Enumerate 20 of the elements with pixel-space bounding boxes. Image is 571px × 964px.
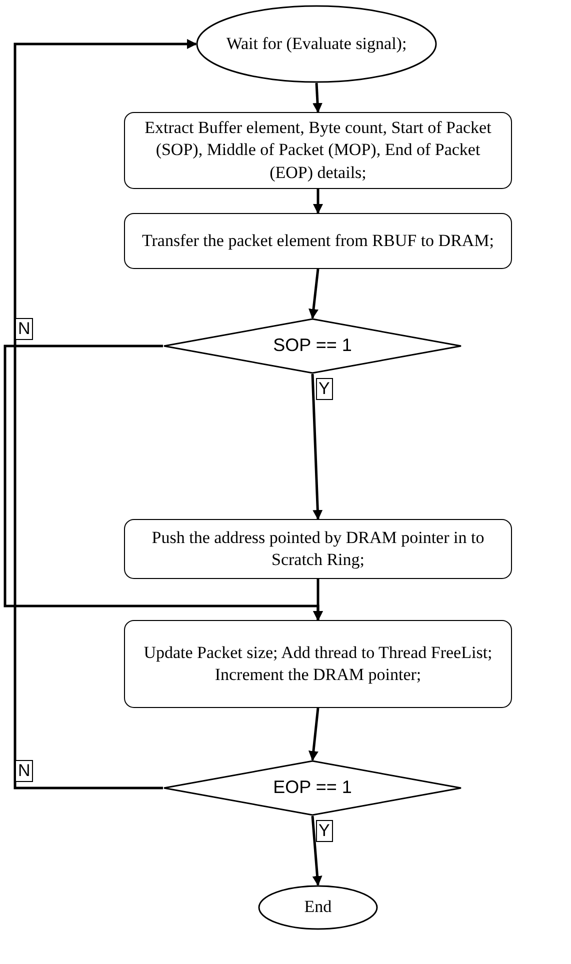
- arrow: [14, 39, 197, 790]
- decision-diamond: SOP == 1: [163, 318, 462, 374]
- terminal-ellipse: Wait for (Evaluate signal);: [196, 5, 437, 83]
- arrow: [312, 82, 323, 113]
- process-box: Transfer the packet element from RBUF to DRAM;: [124, 213, 512, 269]
- edge-label: N: [15, 318, 34, 340]
- arrow: [311, 816, 322, 886]
- arrow: [313, 579, 323, 621]
- terminal-ellipse: End: [258, 885, 378, 930]
- arrow: [308, 268, 320, 319]
- process-box: Push the address pointed by DRAM pointer in to Scratch Ring;: [124, 519, 512, 579]
- edge-label: N: [15, 760, 34, 782]
- arrow: [308, 708, 320, 761]
- edge-label: Y: [316, 378, 333, 400]
- process-box: Extract Buffer element, Byte count, Start of Packet (SOP), Middle of Packet (MOP), End of Packet (EOP) details;: [124, 112, 512, 189]
- edge-label: Y: [316, 820, 333, 842]
- decision-diamond: EOP == 1: [163, 760, 462, 816]
- arrow: [313, 189, 323, 214]
- process-box: Update Packet size; Add thread to Thread FreeList; Increment the DRAM pointer;: [124, 620, 512, 708]
- arrow: [311, 374, 323, 520]
